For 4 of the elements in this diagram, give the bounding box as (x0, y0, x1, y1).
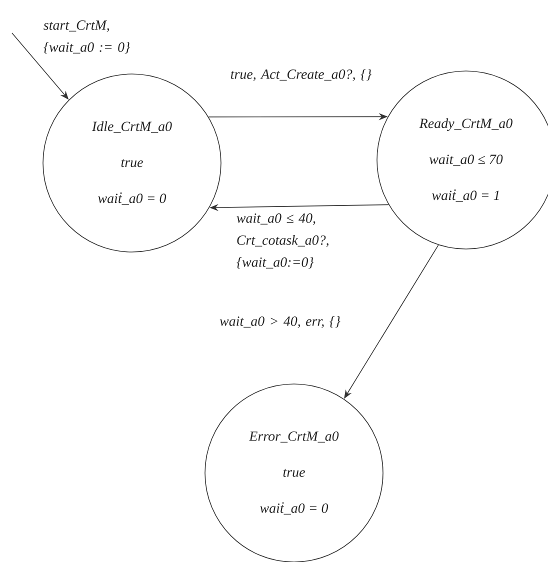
edge-label: wait_a0 > 40, err, {} (220, 316, 340, 328)
edge-label: start_CrtM, {wait_a0 := 0} (44, 20, 130, 54)
edge-label: wait_a0 ≤ 40, Crt_cotask_a0?, {wait_a0:=0} (236, 213, 328, 269)
edge-label: true, Act_Create_a0?, {} (230, 69, 372, 81)
